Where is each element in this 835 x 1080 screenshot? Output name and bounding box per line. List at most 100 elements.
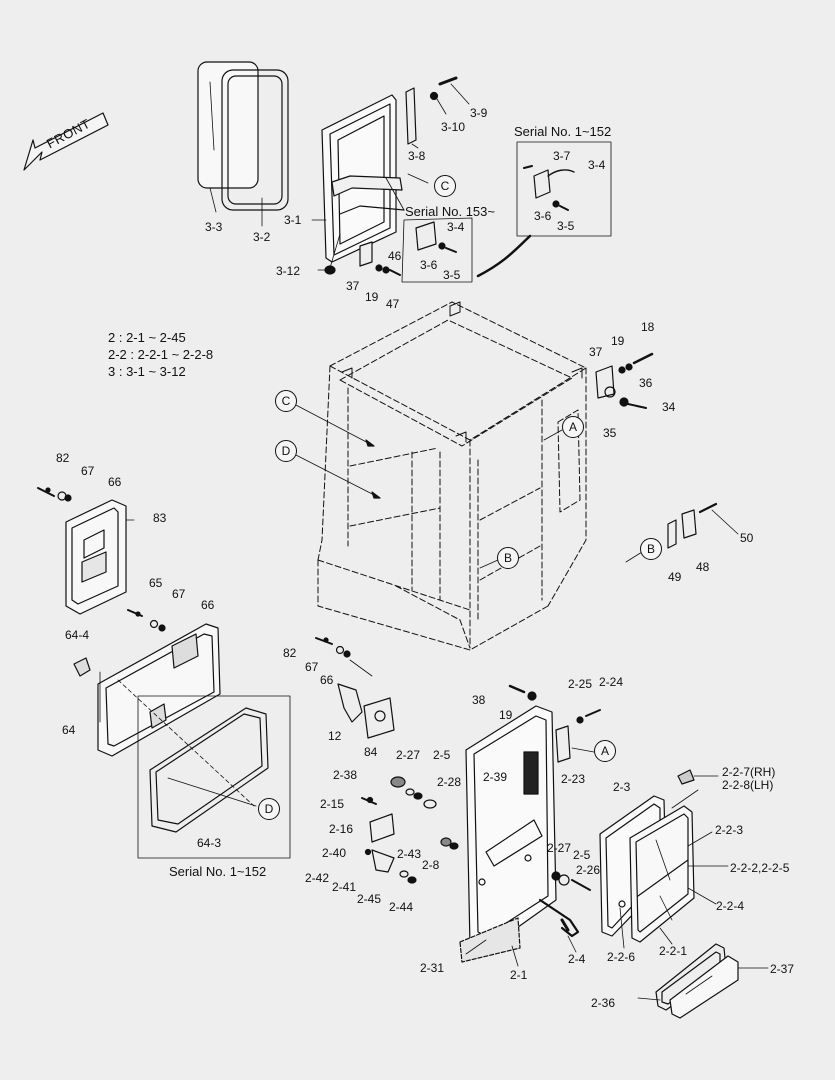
callout-a-cab: A <box>562 416 584 438</box>
part-label: 50 <box>740 531 754 545</box>
part-label: 49 <box>668 570 682 584</box>
cover-panel-83 <box>37 487 127 615</box>
part-label: 3-8 <box>408 149 426 163</box>
part-label: 2-27 <box>396 748 421 762</box>
part-label: 67 <box>172 587 186 601</box>
part-label: 2-40 <box>322 846 347 860</box>
callout-c-door: C <box>434 175 456 197</box>
door-hardware-right <box>538 871 591 938</box>
hinge-3-8 <box>405 87 417 145</box>
part-label: 2-25 <box>568 677 593 691</box>
front-arrow-icon <box>23 112 109 171</box>
window-assembly-2-2 <box>618 769 695 943</box>
hinge-35 <box>595 352 654 409</box>
legend-line-2: 2-2 : 2-2-1 ~ 2-2-8 <box>108 347 214 362</box>
part-label: 2-2-7(RH) <box>722 765 776 779</box>
part-label: 2-42 <box>305 871 330 885</box>
part-label: 2-15 <box>320 797 345 811</box>
part-label: 19 <box>611 334 625 348</box>
part-label: 3-10 <box>441 120 466 134</box>
part-label: 2-8 <box>422 858 440 872</box>
part-label: 67 <box>305 660 319 674</box>
part-label: 2-28 <box>437 775 462 789</box>
part-label: 37 <box>346 279 360 293</box>
part-label: 2-41 <box>332 880 357 894</box>
part-label: 65 <box>149 576 163 590</box>
part-label: 18 <box>641 320 655 334</box>
part-label: 2-2-8(LH) <box>722 778 774 792</box>
part-label: 2-1 <box>510 968 528 982</box>
part-label: 2-36 <box>591 996 616 1010</box>
serial-note-latch-new: Serial No. 153~ <box>405 204 495 219</box>
part-label: 2-2-6 <box>607 950 636 964</box>
part-label: 3-5 <box>557 219 575 233</box>
part-label: 19 <box>365 290 379 304</box>
part-label: 47 <box>386 297 400 311</box>
part-label: 2-38 <box>333 768 358 782</box>
callout-a-hinge: A <box>594 740 616 762</box>
part-label: 2-4 <box>568 952 586 966</box>
part-label: 3-7 <box>553 149 571 163</box>
legend-line-1: 2 : 2-1 ~ 2-45 <box>108 330 186 345</box>
legend-line-3: 3 : 3-1 ~ 3-12 <box>108 364 186 379</box>
hinge-2-23 <box>555 725 571 763</box>
door-hardware-left <box>361 776 459 884</box>
part-label: 3-1 <box>284 213 302 227</box>
part-label: 66 <box>201 598 215 612</box>
lock-bracket-12-84 <box>315 637 395 739</box>
part-label: 3-6 <box>534 209 552 223</box>
cab-frame <box>317 301 587 651</box>
door-assembly-2-1 <box>459 705 557 963</box>
part-label: 66 <box>320 673 334 687</box>
part-label: 3-9 <box>470 106 488 120</box>
callout-b-bracket: B <box>640 538 662 560</box>
callout-d-window: D <box>258 798 280 820</box>
part-label: 2-26 <box>576 863 601 877</box>
part-label: 67 <box>81 464 95 478</box>
latch-detail-old <box>476 141 612 278</box>
part-label: 84 <box>364 745 378 759</box>
part-label: 66 <box>108 475 122 489</box>
part-label: 3-4 <box>588 158 606 172</box>
part-label: 2-31 <box>420 961 445 975</box>
part-label: 2-39 <box>483 770 508 784</box>
part-label: 2-3 <box>613 780 631 794</box>
part-label: 2-27 <box>547 841 572 855</box>
part-label: 2-44 <box>389 900 414 914</box>
part-label: 48 <box>696 560 710 574</box>
window-glass-2-36-2-37 <box>655 943 739 1019</box>
part-label: 3-12 <box>276 264 301 278</box>
part-label: 82 <box>283 646 297 660</box>
part-label: 37 <box>589 345 603 359</box>
part-label: 2-43 <box>397 847 422 861</box>
part-label: 36 <box>639 376 653 390</box>
callout-d-cab: D <box>275 440 297 462</box>
window-glass-64-3 <box>149 707 269 833</box>
part-label: 3-4 <box>447 220 465 234</box>
latch-detail-new <box>385 177 473 283</box>
part-label: 82 <box>56 451 70 465</box>
part-label: 2-2-3 <box>715 823 744 837</box>
part-label: 83 <box>153 511 167 525</box>
part-label: 2-45 <box>357 892 382 906</box>
callout-b-cab: B <box>497 547 519 569</box>
part-label: 2-2-4 <box>716 899 745 913</box>
part-label: 46 <box>388 249 402 263</box>
part-label: 35 <box>603 426 617 440</box>
part-label: 2-5 <box>573 848 591 862</box>
part-label: 64-4 <box>65 628 90 642</box>
door-panel-64 <box>73 609 221 757</box>
part-label: 12 <box>328 729 342 743</box>
serial-note-latch-old: Serial No. 1~152 <box>514 124 612 139</box>
bracket-48-49 <box>667 502 739 549</box>
part-label: 38 <box>472 693 486 707</box>
part-label: 2-2-1 <box>659 944 688 958</box>
window-seal-3-2 <box>221 69 289 211</box>
part-label: 2-5 <box>433 748 451 762</box>
part-label: 64-3 <box>197 836 222 850</box>
serial-note-window: Serial No. 1~152 <box>169 864 267 879</box>
part-label: 3-2 <box>253 230 271 244</box>
part-label: 2-37 <box>770 962 795 976</box>
